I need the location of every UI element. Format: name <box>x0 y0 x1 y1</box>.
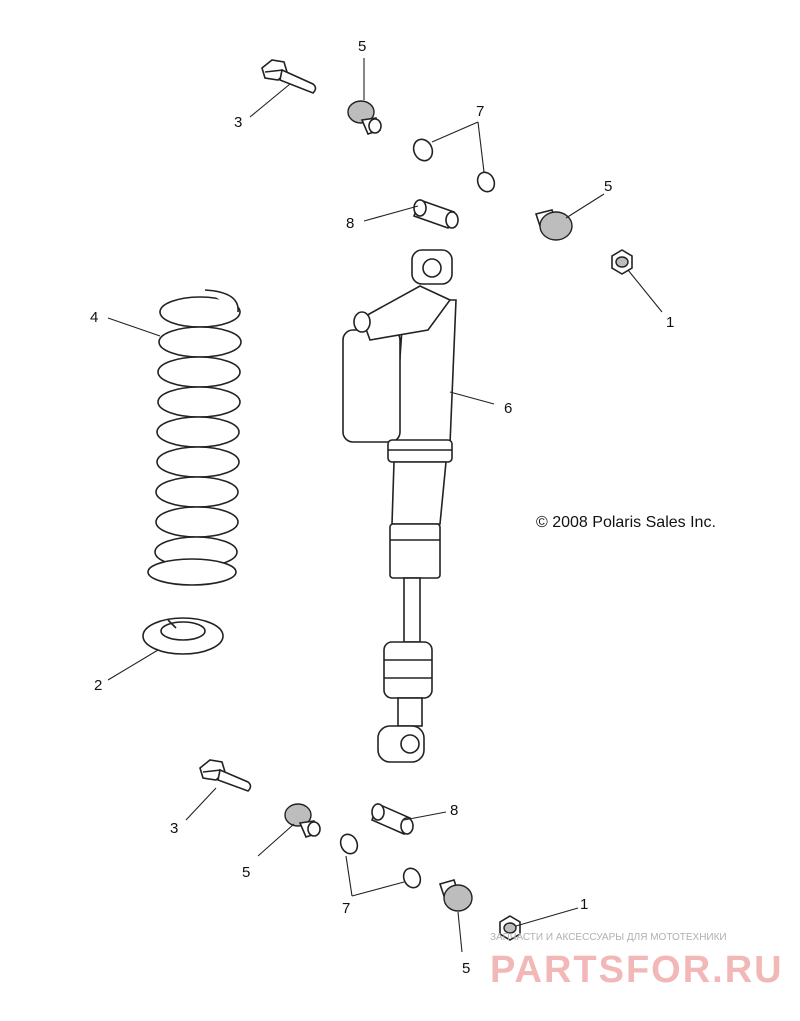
bushing-right <box>534 209 573 241</box>
callout-6-shock: 6 <box>504 400 512 417</box>
callout-3-bottom: 3 <box>170 820 178 837</box>
copyright-notice: © 2008 Polaris Sales Inc. <box>536 514 716 531</box>
spring-seat <box>142 617 224 655</box>
sleeve-top <box>412 198 459 230</box>
callout-2-seat: 2 <box>94 677 102 694</box>
washer-top-right <box>476 171 496 193</box>
watermark-brand: PARTSFOR.RU <box>490 949 784 991</box>
callout-3-top: 3 <box>234 114 242 131</box>
washer-top-left <box>412 138 434 162</box>
bushing-top <box>347 100 382 135</box>
callout-8-top: 8 <box>346 215 354 232</box>
nut-top <box>611 249 633 275</box>
callout-7-bottom: 7 <box>342 900 350 917</box>
bushing-bottom-left <box>284 803 321 838</box>
callout-1-bottom: 1 <box>580 896 588 913</box>
coil-spring <box>147 289 242 586</box>
sleeve-bottom <box>370 802 414 836</box>
bolt-top <box>261 59 317 94</box>
washer-bottom-left <box>339 833 359 855</box>
callout-8-bottom: 8 <box>450 802 458 819</box>
bushing-bottom-right <box>438 879 473 912</box>
callout-7-top: 7 <box>476 103 484 120</box>
washer-bottom-right <box>402 867 422 889</box>
watermark-tagline: ЗАПЧАСТИ И АКСЕССУАРЫ ДЛЯ МОТОТЕХНИКИ <box>490 932 727 943</box>
callout-4-spring: 4 <box>90 309 98 326</box>
callout-5-right: 5 <box>604 178 612 195</box>
callout-5-top: 5 <box>358 38 366 55</box>
nut-bottom <box>499 915 521 941</box>
callout-5-bottom-right: 5 <box>462 960 470 977</box>
callout-5-bottom-left: 5 <box>242 864 250 881</box>
bolt-bottom <box>199 759 252 792</box>
callout-1-top: 1 <box>666 314 674 331</box>
leader-lines <box>107 58 663 953</box>
shock-absorber <box>342 249 457 763</box>
